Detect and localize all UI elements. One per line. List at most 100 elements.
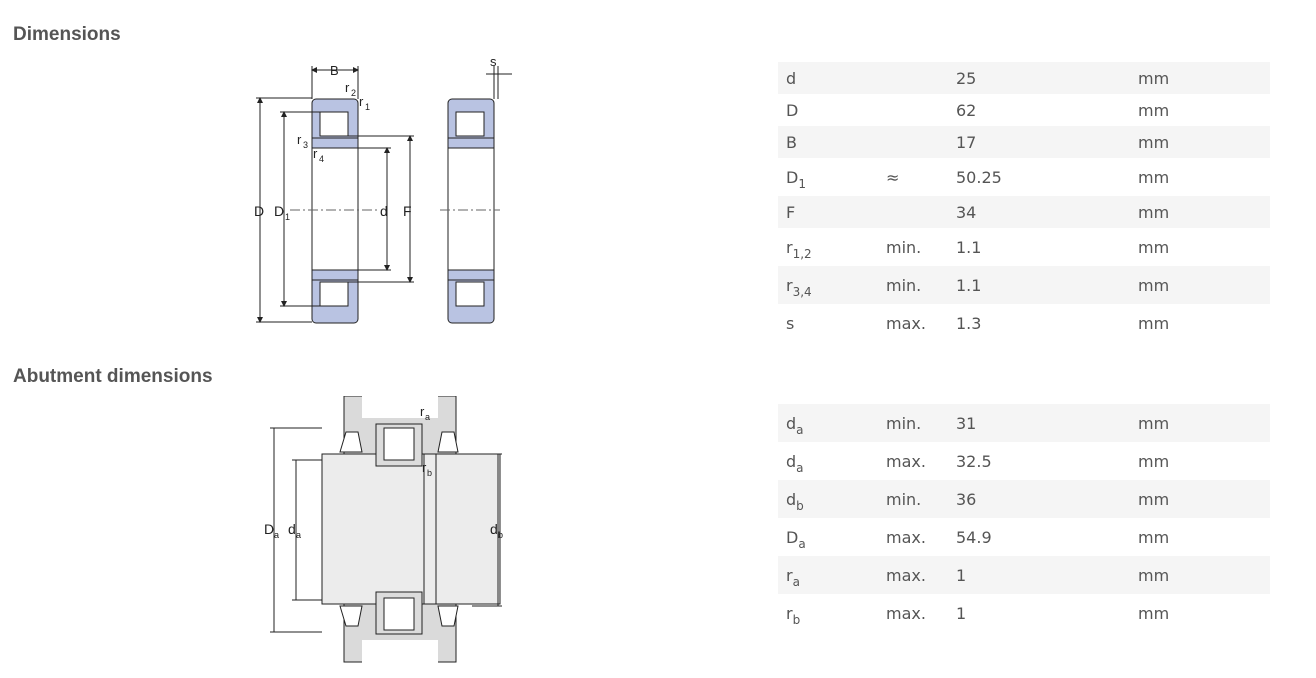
table-row: D 62 mm [778, 94, 1270, 126]
row-symbol: D [786, 527, 799, 547]
row-qualifier [878, 62, 948, 94]
row-qualifier: min. [878, 404, 948, 442]
row-unit: mm [1138, 451, 1170, 471]
row-qualifier [878, 196, 948, 228]
dimensions-table: d 25 mm D 62 mm B 17 mm D1 ≈ 50.25 mm F … [778, 62, 1270, 342]
row-value: 34 [948, 196, 1130, 228]
row-symbol-sub: 1 [798, 176, 806, 191]
row-symbol: F [786, 202, 796, 222]
row-unit: mm [1138, 100, 1170, 120]
row-symbol-sub: a [796, 422, 804, 437]
label-da-inner-sub: a [296, 530, 301, 540]
row-symbol: s [786, 313, 795, 333]
row-value: 1 [948, 556, 1130, 594]
row-unit: mm [1130, 266, 1270, 304]
label-da-outer: D [264, 521, 274, 537]
row-value: 36 [948, 480, 1130, 518]
label-ra-sub: a [425, 412, 430, 422]
row-unit: mm [1138, 527, 1170, 547]
label-r4-sub: 4 [319, 154, 324, 164]
row-unit: mm [1130, 556, 1270, 594]
label-r1-sub: 1 [365, 102, 370, 112]
label-rb-sub: b [427, 468, 432, 478]
row-qualifier [878, 94, 948, 126]
label-rb: r [422, 460, 427, 475]
row-value: 1.1 [948, 266, 1130, 304]
row-value: 25 [948, 62, 1130, 94]
row-symbol-sub: 1,2 [792, 246, 812, 261]
row-unit: mm [1130, 404, 1270, 442]
row-symbol: d [786, 68, 797, 88]
row-qualifier: max. [886, 603, 926, 623]
table-row: Da max. 54.9 mm [778, 518, 1270, 556]
row-value: 54.9 [956, 527, 992, 547]
row-qualifier: max. [886, 451, 926, 471]
row-unit: mm [1130, 62, 1270, 94]
label-s: s [490, 54, 497, 69]
row-symbol: d [786, 413, 797, 433]
dimensions-title: Dimensions [13, 24, 121, 45]
row-symbol-sub: a [798, 536, 806, 551]
row-value: 50.25 [956, 167, 1002, 187]
label-b: B [330, 63, 339, 78]
row-unit: mm [1138, 167, 1170, 187]
bearing-dimension-drawing: B s r 2 r 1 r 3 r 4 D D 1 d F [254, 54, 512, 324]
label-f: F [403, 203, 412, 219]
row-symbol-sub: b [796, 498, 804, 513]
row-value: 1.1 [956, 237, 982, 257]
table-row: D1 ≈ 50.25 mm [778, 158, 1270, 196]
label-r2: r [345, 80, 350, 95]
row-symbol-sub: b [792, 612, 801, 627]
table-row: db min. 36 mm [778, 480, 1270, 518]
row-value: 31 [948, 404, 1130, 442]
row-symbol: d [786, 489, 797, 509]
label-d1: D [274, 203, 284, 219]
row-unit: mm [1138, 313, 1170, 333]
row-symbol-sub: 3,4 [792, 284, 812, 299]
label-d1-sub: 1 [285, 212, 290, 222]
row-symbol: d [786, 451, 797, 471]
table-row: s max. 1.3 mm [778, 304, 1270, 342]
row-symbol: r [786, 565, 793, 585]
row-symbol: B [786, 132, 797, 152]
label-da-outer-sub: a [274, 530, 279, 540]
abutment-drawing: D a d a d b r a r b [264, 396, 503, 664]
row-symbol: D [786, 167, 799, 187]
row-symbol-sub: a [792, 574, 800, 589]
table-row: da max. 32.5 mm [778, 442, 1270, 480]
row-qualifier: min. [878, 266, 948, 304]
row-value: 1 [956, 603, 967, 623]
row-symbol: r [786, 237, 793, 257]
row-value: 32.5 [956, 451, 992, 471]
abutment-table: da min. 31 mm da max. 32.5 mm db min. 36… [778, 404, 1270, 632]
row-qualifier: max. [886, 313, 926, 333]
label-db-sub: b [498, 530, 503, 540]
label-r3-sub: 3 [303, 140, 308, 150]
table-row: r3,4 min. 1.1 mm [778, 266, 1270, 304]
label-da-inner: d [288, 521, 296, 537]
abutment-title: Abutment dimensions [13, 366, 213, 387]
row-value: 17 [948, 126, 1130, 158]
label-ra: r [420, 404, 425, 419]
table-row: da min. 31 mm [778, 404, 1270, 442]
label-r1: r [359, 94, 364, 109]
label-r4: r [313, 146, 318, 161]
row-unit: mm [1130, 126, 1270, 158]
row-unit: mm [1130, 480, 1270, 518]
label-d-outer: D [254, 203, 264, 219]
table-row: B 17 mm [778, 126, 1270, 158]
row-symbol: D [786, 100, 799, 120]
row-qualifier: ≈ [886, 167, 900, 187]
row-value: 62 [956, 100, 977, 120]
table-row: ra max. 1 mm [778, 556, 1270, 594]
table-row: rb max. 1 mm [778, 594, 1270, 632]
row-qualifier: min. [886, 237, 922, 257]
row-unit: mm [1138, 603, 1170, 623]
table-row: d 25 mm [778, 62, 1270, 94]
row-value: 1.3 [956, 313, 982, 333]
label-r3: r [297, 132, 302, 147]
table-row: F 34 mm [778, 196, 1270, 228]
row-qualifier: max. [878, 556, 948, 594]
label-db: d [490, 521, 498, 537]
label-d-inner: d [380, 203, 388, 219]
